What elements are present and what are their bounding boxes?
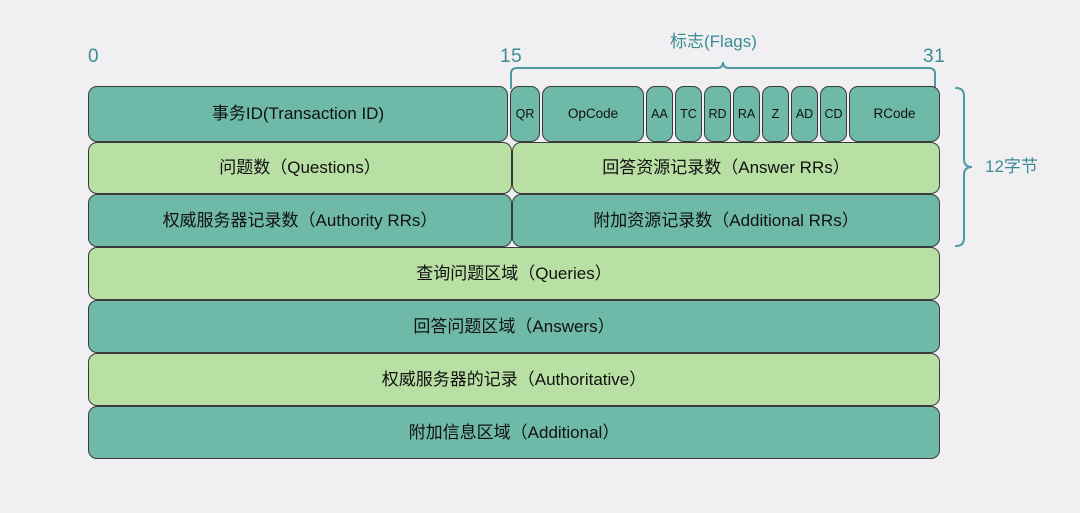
flag-cd-label: CD (824, 106, 843, 121)
header-size-caption: 12字节 (985, 157, 1038, 176)
authority-rrs-count-label: 权威服务器记录数（Authority RRs） (162, 210, 438, 230)
additional-rrs-count-field: 附加资源记录数（Additional RRs） (512, 194, 940, 247)
additional-rrs-count-label: 附加资源记录数（Additional RRs） (593, 210, 859, 230)
transaction-id-field: 事务ID(Transaction ID) (88, 86, 508, 142)
answers-section-field: 回答问题区域（Answers） (88, 300, 940, 353)
questions-count-field: 问题数（Questions） (88, 142, 512, 194)
flag-rd-label: RD (708, 106, 727, 121)
flags-caption: 标志(Flags) (670, 32, 757, 51)
authority-rrs-count-field: 权威服务器记录数（Authority RRs） (88, 194, 512, 247)
queries-section-label: 查询问题区域（Queries） (416, 263, 612, 283)
header-size-brace (955, 87, 973, 247)
flag-opcode-field: OpCode (542, 86, 644, 142)
flag-tc-field: TC (675, 86, 702, 142)
flag-rd-field: RD (704, 86, 731, 142)
flag-qr-field: QR (510, 86, 540, 142)
flag-cd-field: CD (820, 86, 847, 142)
bit-tick-15: 15 (500, 46, 523, 67)
answer-rrs-count-field: 回答资源记录数（Answer RRs） (512, 142, 940, 194)
flag-aa-field: AA (646, 86, 673, 142)
flag-ra-field: RA (733, 86, 760, 142)
transaction-id-label: 事务ID(Transaction ID) (211, 104, 385, 123)
questions-count-label: 问题数（Questions） (219, 158, 381, 177)
bit-tick-31: 31 (923, 46, 946, 67)
flag-opcode-label: OpCode (567, 106, 619, 121)
flag-rcode-field: RCode (849, 86, 940, 142)
additional-section-field: 附加信息区域（Additional） (88, 406, 940, 459)
queries-section-field: 查询问题区域（Queries） (88, 247, 940, 300)
authoritative-section-field: 权威服务器的记录（Authoritative） (88, 353, 940, 406)
additional-section-label: 附加信息区域（Additional） (408, 422, 620, 442)
flag-tc-label: TC (680, 106, 697, 121)
bit-tick-0: 0 (88, 46, 100, 67)
flag-ra-label: RA (737, 106, 756, 121)
flag-rcode-label: RCode (873, 106, 916, 121)
flag-ad-field: AD (791, 86, 818, 142)
flag-ad-label: AD (795, 106, 814, 121)
flag-z-label: Z (771, 106, 780, 121)
answers-section-label: 回答问题区域（Answers） (413, 316, 615, 336)
flag-qr-label: QR (515, 106, 535, 121)
answer-rrs-count-label: 回答资源记录数（Answer RRs） (602, 158, 850, 177)
flag-z-field: Z (762, 86, 789, 142)
authoritative-section-label: 权威服务器的记录（Authoritative） (381, 369, 647, 389)
flag-aa-label: AA (651, 106, 668, 121)
